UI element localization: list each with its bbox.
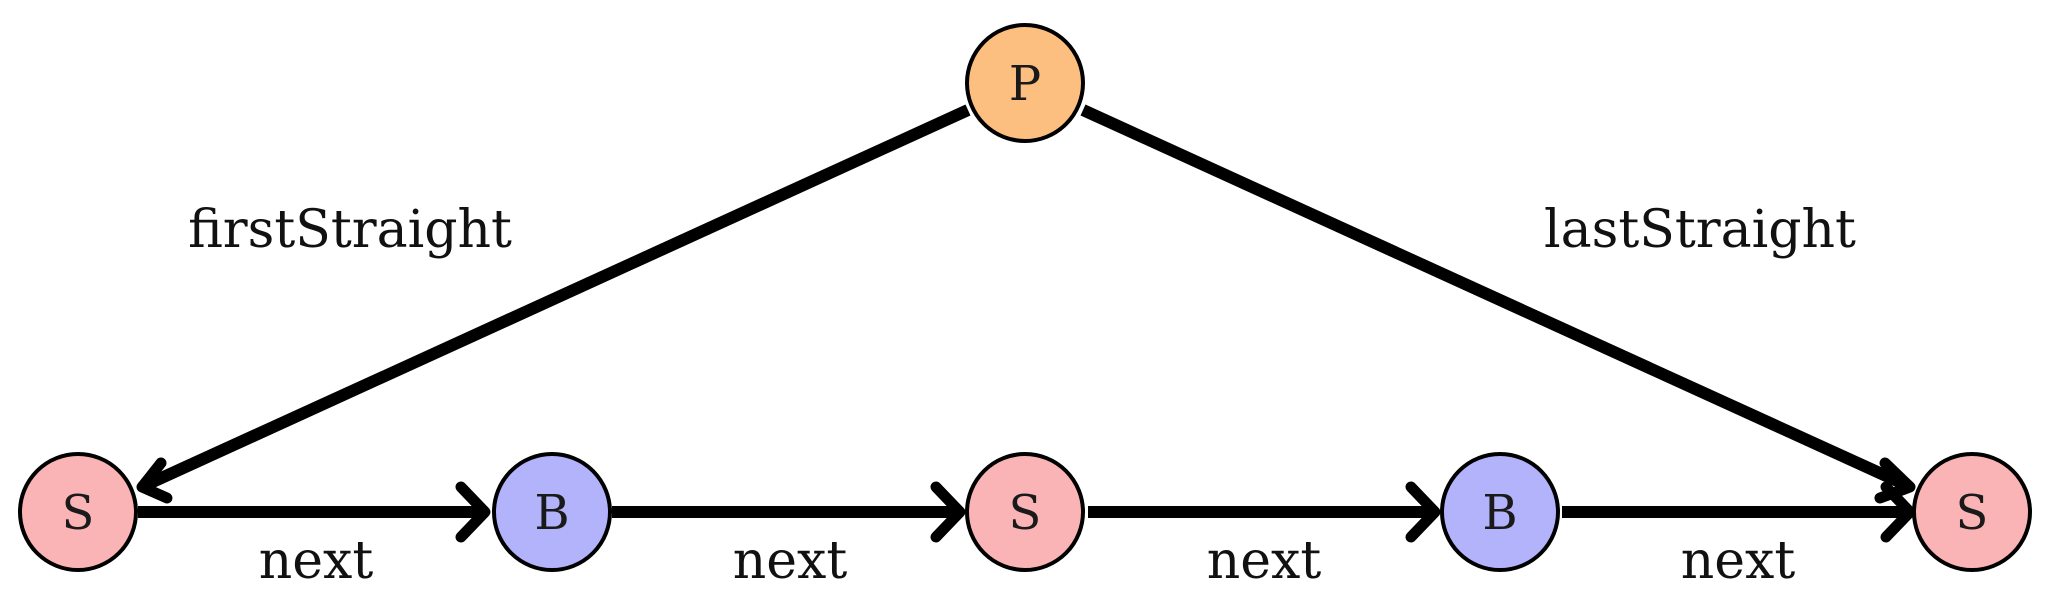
arrowhead-first-straight — [136, 457, 173, 504]
edge-labels: firstStraight lastStraight next next nex… — [188, 200, 1856, 591]
node-b1: B — [492, 452, 612, 572]
node-s1: S — [18, 452, 138, 572]
node-p: P — [965, 23, 1085, 143]
arrowhead-next-4 — [1880, 481, 1916, 543]
node-label-s2: S — [1009, 485, 1042, 541]
node-s2: S — [965, 452, 1085, 572]
edge-label-next-2: next — [733, 531, 848, 591]
node-label-b1: B — [534, 485, 569, 541]
edges — [136, 104, 1916, 543]
edge-label-last-straight: lastStraight — [1544, 200, 1856, 260]
edge-label-next-1: next — [259, 531, 374, 591]
arrowhead-next-3 — [1405, 481, 1441, 543]
edge-first-straight — [143, 104, 971, 491]
edge-last-straight — [1080, 104, 1909, 491]
arrowhead-next-1 — [455, 481, 491, 543]
arrowhead-next-2 — [930, 481, 966, 543]
edge-label-first-straight: firstStraight — [188, 200, 512, 260]
node-s3: S — [1912, 452, 2032, 572]
nodes: P S B S B S — [18, 23, 2032, 572]
node-label-b2: B — [1482, 485, 1517, 541]
node-label-p: P — [1009, 56, 1041, 112]
node-label-s1: S — [62, 485, 95, 541]
edge-label-next-4: next — [1681, 531, 1796, 591]
node-b2: B — [1440, 452, 1560, 572]
node-label-s3: S — [1956, 485, 1989, 541]
edge-label-next-3: next — [1207, 531, 1322, 591]
